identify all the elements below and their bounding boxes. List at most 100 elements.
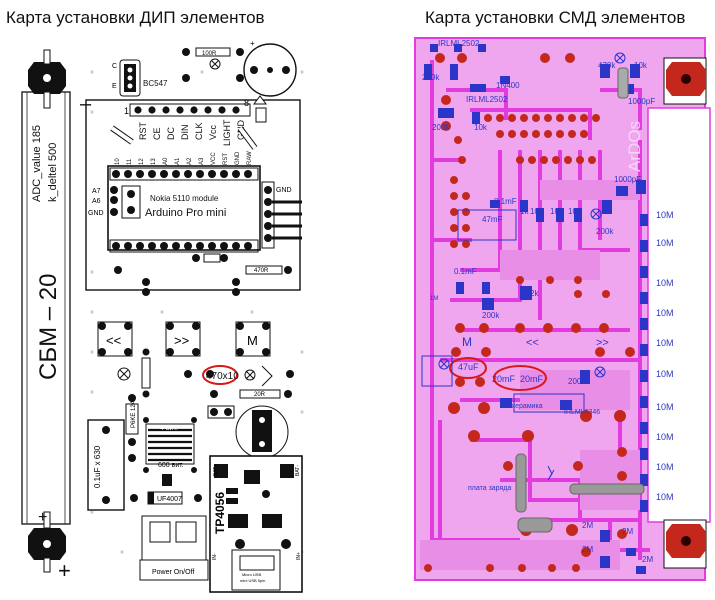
label-20mf-2: 20mF xyxy=(520,374,544,384)
label-20mf-1: 20mF xyxy=(492,374,516,384)
arduino-pin-a3: A3 xyxy=(199,157,205,165)
label-200k-2: 200k xyxy=(432,123,450,132)
label-10k-3: 10k xyxy=(530,207,544,216)
label-10k-4: 10k xyxy=(550,207,564,216)
display-module-outline xyxy=(85,99,301,291)
r10m-1: 10M xyxy=(656,210,674,220)
r10m-6: 10M xyxy=(656,369,674,379)
dip-layout: ADC_value 185 k_deltel 500 СБМ – 20 – + … xyxy=(21,39,304,593)
smd-map-title: Карта установки СМД элементов xyxy=(425,8,686,27)
label-47mf: 47mF xyxy=(482,215,503,224)
charger-pin-in-plus: IN+ xyxy=(296,552,302,560)
smd-labels: IRLML2502 200k 1N400 IRLML2502 200k 10k … xyxy=(422,39,655,564)
power-switch xyxy=(139,515,209,581)
via-markers xyxy=(438,52,626,378)
charger-label: TP4056 xyxy=(213,492,227,534)
tube-adc-label: ADC_value 185 xyxy=(31,125,43,202)
transformer-coil xyxy=(143,417,197,473)
button-prev-label: << xyxy=(106,333,121,348)
capacitor-label: 0.1uF x 630 xyxy=(93,445,102,488)
keramika-outline xyxy=(513,393,585,413)
resistor-20r-label: 20R xyxy=(254,392,266,398)
arduino-top-pins xyxy=(109,167,259,181)
tube-plus-label-2: + xyxy=(58,558,71,583)
arduino-pin-gnd: GND xyxy=(235,151,241,165)
display-pin-ce: CE xyxy=(152,127,162,140)
label-200k-5: 200k xyxy=(568,377,586,386)
display-resistors xyxy=(110,95,267,150)
power-switch-label: Power On/Off xyxy=(152,569,194,576)
capacitor-block xyxy=(87,419,125,511)
transistor-label: BC547 xyxy=(143,79,168,88)
r10m-8: 10M xyxy=(656,432,674,442)
arduino-gnd-right: GND xyxy=(276,187,292,194)
charger-pin-bat-plus: BAT+ xyxy=(213,464,219,476)
tube-clip-bottom xyxy=(663,519,707,569)
display-pin-clk: CLK xyxy=(194,122,204,140)
r10m-2: 10M xyxy=(656,238,674,248)
buzzer: + xyxy=(243,39,297,97)
resistor-chain-labels: 10M 10M 10M 10M 10M 10M 10M 10M 10M 10M xyxy=(656,210,674,502)
svg-text:C: C xyxy=(112,63,117,70)
coil-600-label: 600 вит. xyxy=(158,462,184,469)
label-2m-1: 2M xyxy=(582,521,593,530)
label-menu: M xyxy=(462,335,472,349)
diode-p6ke-label: P6KE 12A xyxy=(131,400,137,428)
smd-layout: 10M 10M 10M 10M 10M 10M 10M 10M 10M 10M xyxy=(414,37,711,581)
diode-uf4007-label: UF4007 xyxy=(157,496,182,503)
display-pin-light: LIGHT xyxy=(222,119,232,146)
charger-pin-in-minus: IN- xyxy=(212,553,218,560)
arduino-bottom-pins xyxy=(109,239,259,253)
label-1k: 1k xyxy=(520,207,529,216)
resistor-470x10-label: 470x10 xyxy=(206,371,239,382)
label-keramika: керамика xyxy=(512,403,543,410)
resistor-top-label: 100R xyxy=(202,51,217,57)
button-menu-label: M xyxy=(247,333,258,348)
label-200k-1: 200k xyxy=(422,73,440,82)
arduino-pin-rst: RST xyxy=(223,153,229,165)
label-irlml-top: IRLML2502 xyxy=(438,39,480,48)
r10m-5: 10M xyxy=(656,338,674,348)
label-1000pf-1: 1000pF xyxy=(628,97,655,106)
button-next xyxy=(165,321,201,357)
arduino-right-header xyxy=(261,181,302,249)
tube-model-label: СБМ – 20 xyxy=(35,274,62,380)
svg-text:+: + xyxy=(250,39,255,48)
arduino-label-a7: A7 xyxy=(92,188,101,195)
r10m-7: 10M xyxy=(656,402,674,412)
diode-p6ke xyxy=(125,394,139,462)
arduino-pin-vcc: VCC xyxy=(211,152,217,165)
label-irlml-bot: IRLML6346 xyxy=(564,409,600,416)
highlight-20mf xyxy=(493,365,547,391)
label-plata: плата заряда xyxy=(468,485,511,492)
highlight-47uf xyxy=(449,357,487,379)
highlight-470x10 xyxy=(202,365,238,385)
arduino-caption: Arduino Pro mini xyxy=(145,207,226,219)
diode-uf4007 xyxy=(130,474,202,505)
display-pin-din: DIN xyxy=(180,125,190,141)
arduino-label-a6: A6 xyxy=(92,198,101,205)
pcb-pads xyxy=(424,53,635,572)
arduino-pin-13: 13 xyxy=(151,158,157,165)
display-pin-rst: RST xyxy=(138,121,148,140)
label-2m-3: 2M xyxy=(622,527,633,536)
usb-label-2: mini USB 5pin xyxy=(240,578,265,583)
grid-crosses xyxy=(90,70,304,554)
resistor-470r-label: 470R xyxy=(254,268,269,274)
label-2m-2: 2M xyxy=(582,545,593,554)
capacitor-outline xyxy=(421,355,453,387)
mid-components xyxy=(117,348,294,398)
arduino-pin-a0: A0 xyxy=(163,157,169,165)
dip-map-title: Карта установки ДИП элементов xyxy=(6,8,265,27)
display-pin-first: 1 xyxy=(124,106,129,116)
button-menu xyxy=(235,321,271,357)
mechanical-parts xyxy=(515,67,645,533)
arduino-top-pin-labels: 10 11 12 13 A0 A1 A2 A3 VCC RST GND RAW xyxy=(115,151,253,165)
arduino-pin-raw: RAW xyxy=(247,151,253,165)
label-irlml-mid: IRLML2502 xyxy=(466,95,508,104)
label-2k: 2k xyxy=(530,289,539,298)
label-47uf: 47uF xyxy=(458,362,479,372)
button-next-label: >> xyxy=(174,333,189,348)
charger-details xyxy=(214,464,294,591)
label-next: >> xyxy=(596,337,609,349)
